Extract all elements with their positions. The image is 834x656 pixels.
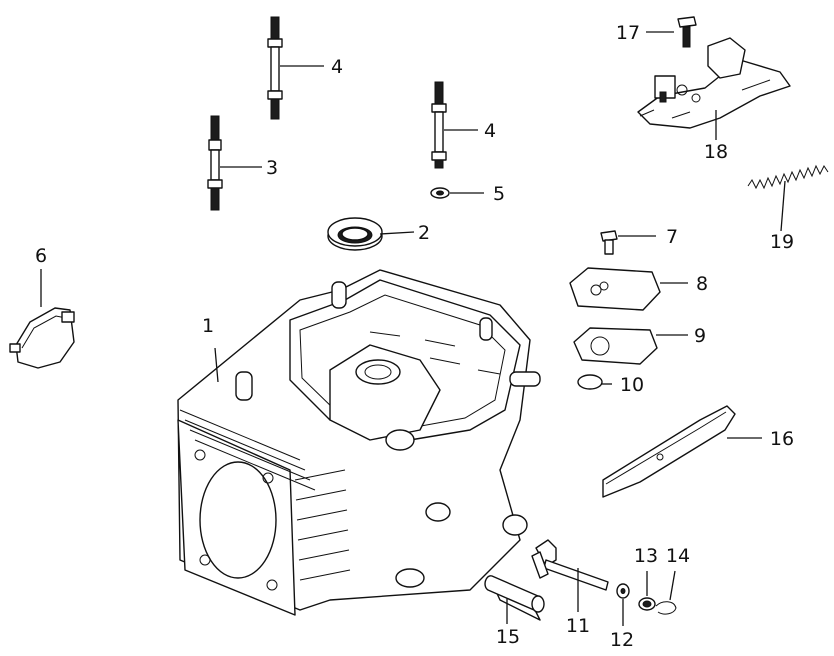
callout-15: 15 (496, 626, 520, 648)
part-11-governor-shaft (531, 539, 609, 591)
callout-10: 10 (620, 374, 644, 396)
callout-9: 9 (694, 325, 706, 347)
part-10-o-ring (577, 374, 603, 390)
callout-13: 13 (634, 545, 658, 567)
callout-14: 14 (666, 545, 690, 567)
part-9-gasket (573, 327, 658, 365)
part-14-pin (655, 601, 677, 615)
callout-4-upper: 4 (331, 56, 343, 78)
callout-11: 11 (566, 615, 590, 637)
callout-17: 17 (616, 22, 640, 44)
callout-labels: 1 2 3 4 4 5 6 7 8 9 10 11 12 13 14 15 16… (35, 22, 794, 651)
leader-lines (40, 31, 786, 626)
callout-6: 6 (35, 245, 47, 267)
part-15-dowel-pin (484, 575, 545, 621)
part-4-stud-bolt-upper (267, 16, 283, 120)
callout-4-lower: 4 (484, 120, 496, 142)
callout-1: 1 (202, 315, 214, 337)
callout-5: 5 (493, 183, 505, 205)
part-18-control-plate (637, 37, 791, 129)
part-5-washer (430, 187, 450, 199)
part-19-spring (747, 164, 829, 190)
callout-8: 8 (696, 273, 708, 295)
part-7-bolt (600, 230, 618, 255)
callout-12: 12 (610, 629, 634, 651)
part-4-stud-bolt-lower (431, 81, 447, 169)
part-3-stud-bolt (207, 115, 223, 211)
part-2-oil-seal (327, 217, 383, 251)
part-8-breather-plate (569, 267, 661, 311)
part-6-cover-cap (9, 307, 75, 369)
callout-3: 3 (266, 157, 278, 179)
callout-2: 2 (418, 222, 430, 244)
callout-19: 19 (770, 231, 794, 253)
part-12-washer (616, 583, 630, 599)
callout-7: 7 (666, 226, 678, 248)
callout-18: 18 (704, 141, 728, 163)
callout-16: 16 (770, 428, 794, 450)
part-1-crankcase (177, 269, 541, 616)
part-13-clip (638, 597, 656, 611)
part-17-bolt (677, 16, 697, 48)
part-16-cover-strip (602, 405, 736, 498)
